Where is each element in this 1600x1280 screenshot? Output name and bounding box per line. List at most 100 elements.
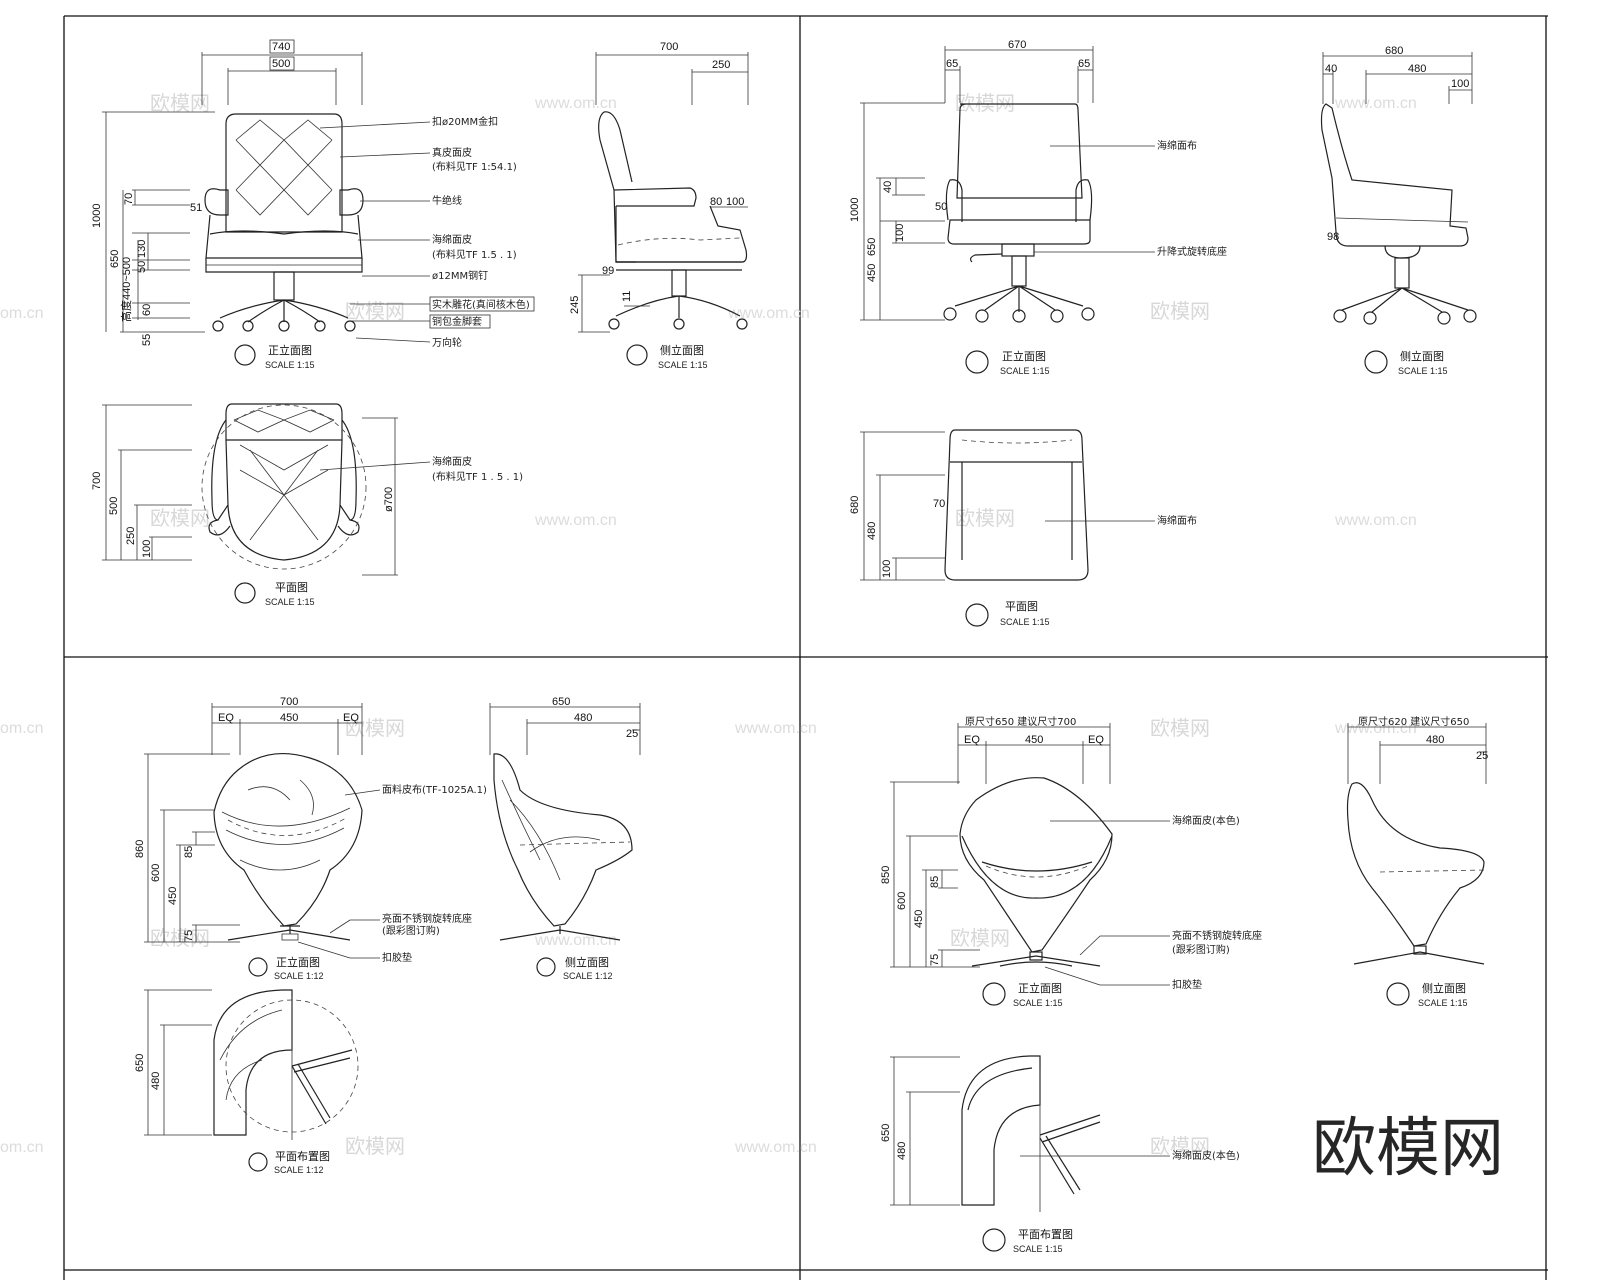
svg-text:万向轮: 万向轮 [432, 336, 462, 349]
p4-front-notes: 海绵面皮(本色) 亮面不锈钢旋转底座 (跟彩图订购) 扣胶垫 [1044, 814, 1262, 991]
svg-text:480: 480 [1426, 734, 1444, 746]
watermark-text: 欧模网 [345, 1134, 405, 1158]
svg-text:60: 60 [141, 304, 153, 316]
svg-text:450: 450 [913, 910, 925, 928]
p4-front-chair [959, 777, 1113, 967]
svg-text:700: 700 [660, 41, 678, 53]
svg-text:面料皮布(TF-1025A.1): 面料皮布(TF-1025A.1) [382, 783, 487, 796]
watermark-url: om.cn [0, 720, 44, 737]
svg-text:牛绝线: 牛绝线 [432, 194, 462, 207]
svg-text:600: 600 [150, 864, 162, 882]
svg-text:70: 70 [123, 193, 135, 205]
p3-front-notes: 面料皮布(TF-1025A.1) 亮面不锈钢旋转底座 (跟彩图订购) 扣胶垫 [297, 783, 487, 964]
watermark-text: 欧模网 [345, 716, 405, 740]
svg-text:EQ: EQ [964, 734, 980, 746]
svg-text:700: 700 [280, 696, 298, 708]
svg-text:245: 245 [569, 296, 581, 314]
svg-text:100: 100 [726, 196, 744, 208]
svg-text:480: 480 [1408, 63, 1426, 75]
svg-text:70: 70 [933, 498, 945, 510]
svg-text:平面布置图: 平面布置图 [275, 1150, 330, 1163]
p4-plan-chair [961, 1055, 1101, 1212]
svg-text:850: 850 [880, 866, 892, 884]
svg-text:100: 100 [1451, 78, 1469, 90]
p3-side-dims: 650 480 25 [489, 696, 641, 755]
p2-front-title: 正立面图 SCALE 1:15 [965, 349, 1050, 376]
p2-plan-chair [944, 429, 1089, 581]
svg-text:75: 75 [929, 954, 941, 966]
svg-text:500: 500 [108, 497, 120, 515]
p2-plan-title: 平面图 SCALE 1:15 [965, 600, 1050, 627]
svg-text:海绵面皮: 海绵面皮 [432, 233, 472, 246]
panel-4: 原尺寸650 建议尺寸700 EQ 450 EQ 850 600 450 85 … [880, 715, 1488, 1254]
svg-text:ø12MM钢钉: ø12MM钢钉 [432, 269, 488, 282]
svg-text:860: 860 [134, 840, 146, 858]
svg-text:扣ø20MM金扣: 扣ø20MM金扣 [432, 115, 498, 128]
p3-side-title: 侧立面图 SCALE 1:12 [536, 955, 613, 981]
svg-text:100: 100 [881, 560, 893, 578]
p1-plan-dims: 700 500 250 100 ø700 [91, 404, 398, 576]
watermark-text: 欧模网 [1150, 299, 1210, 323]
svg-text:海绵面皮(本色): 海绵面皮(本色) [1172, 1149, 1240, 1162]
svg-text:扣胶垫: 扣胶垫 [1172, 978, 1202, 991]
watermark-text: 欧模网 [150, 506, 210, 530]
svg-text:1000: 1000 [849, 198, 861, 222]
svg-text:侧立面图: 侧立面图 [660, 343, 704, 357]
svg-text:平面图: 平面图 [275, 581, 308, 594]
svg-text:40: 40 [882, 181, 894, 193]
svg-text:740: 740 [272, 41, 290, 53]
svg-text:平面布置图: 平面布置图 [1018, 1228, 1073, 1241]
svg-text:100: 100 [141, 540, 153, 558]
svg-text:1000: 1000 [91, 204, 103, 228]
svg-text:原尺寸650 建议尺寸700: 原尺寸650 建议尺寸700 [965, 715, 1076, 728]
svg-text:SCALE 1:15: SCALE 1:15 [658, 360, 708, 370]
svg-text:450: 450 [866, 264, 878, 282]
p1-plan-chair [201, 403, 367, 570]
p2-front-notes: 海绵面布 升降式旋转底座 [1034, 139, 1227, 258]
svg-text:SCALE 1:15: SCALE 1:15 [265, 360, 315, 370]
svg-text:130: 130 [136, 240, 148, 258]
svg-text:480: 480 [866, 522, 878, 540]
svg-text:450: 450 [1025, 734, 1043, 746]
watermark-text: 欧模网 [1150, 1134, 1210, 1158]
svg-text:25: 25 [626, 728, 638, 740]
p4-side-title: 侧立面图 SCALE 1:15 [1386, 981, 1468, 1008]
svg-text:SCALE 1:15: SCALE 1:15 [1013, 998, 1063, 1008]
svg-text:EQ: EQ [218, 712, 234, 724]
p2-plan-dims: 680 480 100 70 [849, 431, 945, 581]
p2-side-chair [1320, 103, 1477, 325]
p2-front-chair [943, 103, 1095, 323]
svg-text:55: 55 [141, 334, 153, 346]
watermark-text: 欧模网 [950, 926, 1010, 950]
svg-text:海绵面布: 海绵面布 [1157, 139, 1197, 152]
p4-plan-dims: 650 480 [880, 1056, 960, 1206]
svg-text:80: 80 [710, 196, 722, 208]
svg-text:680: 680 [1385, 45, 1403, 57]
p2-side-dims: 680 40 480 100 98 [1322, 45, 1473, 243]
svg-text:实木雕花(真间核木色): 实木雕花(真间核木色) [432, 298, 530, 311]
svg-text:SCALE 1:15: SCALE 1:15 [1398, 366, 1448, 376]
svg-text:650: 650 [134, 1054, 146, 1072]
svg-text:(跟彩图订购): (跟彩图订购) [382, 924, 440, 937]
p2-side-title: 侧立面图 SCALE 1:15 [1364, 349, 1448, 376]
svg-text:480: 480 [574, 712, 592, 724]
svg-text:(布料见TF 1:54.1): (布料见TF 1:54.1) [432, 160, 517, 173]
panel-2: 670 65 65 1000 650 450 40 100 50 [849, 39, 1477, 627]
svg-text:平面图: 平面图 [1005, 600, 1038, 613]
svg-text:40: 40 [1325, 63, 1337, 75]
svg-text:亮面不锈钢旋转底座: 亮面不锈钢旋转底座 [382, 912, 472, 925]
svg-text:250: 250 [125, 527, 137, 545]
svg-text:75: 75 [183, 930, 195, 942]
svg-text:450: 450 [167, 887, 179, 905]
svg-text:(布料见TF 1 . 5 . 1): (布料见TF 1 . 5 . 1) [432, 470, 523, 483]
svg-text:原尺寸620 建议尺寸650: 原尺寸620 建议尺寸650 [1358, 715, 1469, 728]
p4-side-dims: 原尺寸620 建议尺寸650 480 25 [1347, 715, 1488, 784]
svg-text:85: 85 [183, 846, 195, 858]
brand-logo: 欧模网 [1312, 1112, 1504, 1186]
svg-text:正立面图: 正立面图 [276, 955, 320, 969]
p4-plan-title: 平面布置图 SCALE 1:15 [982, 1228, 1073, 1254]
svg-text:(跟彩图订购): (跟彩图订购) [1172, 943, 1230, 956]
svg-text:700: 700 [91, 472, 103, 490]
watermark-url: www.om.cn [1334, 512, 1417, 529]
